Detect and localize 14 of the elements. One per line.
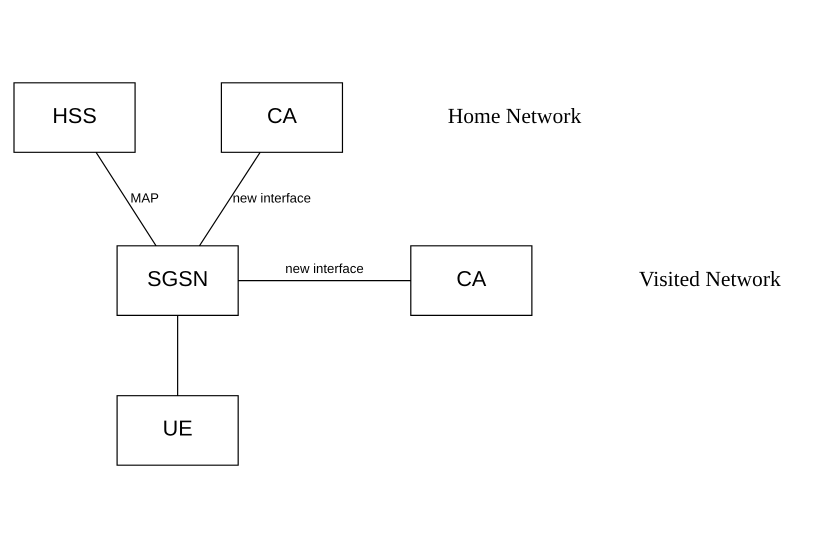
label: Home Network — [447, 104, 581, 128]
node-box: CA — [410, 245, 532, 316]
connector — [198, 152, 260, 246]
node-box: CA — [220, 82, 343, 153]
label: Visited Network — [638, 266, 780, 291]
node-box: HSS — [12, 82, 136, 153]
connector — [238, 280, 410, 282]
edge-label: new interface — [284, 261, 364, 276]
connector — [176, 316, 178, 396]
node-box: SGSN — [116, 245, 238, 316]
edge-label: MAP — [130, 190, 158, 206]
connector — [95, 152, 156, 246]
node-box: UE — [116, 395, 238, 466]
edge-label: new interface — [232, 190, 310, 206]
